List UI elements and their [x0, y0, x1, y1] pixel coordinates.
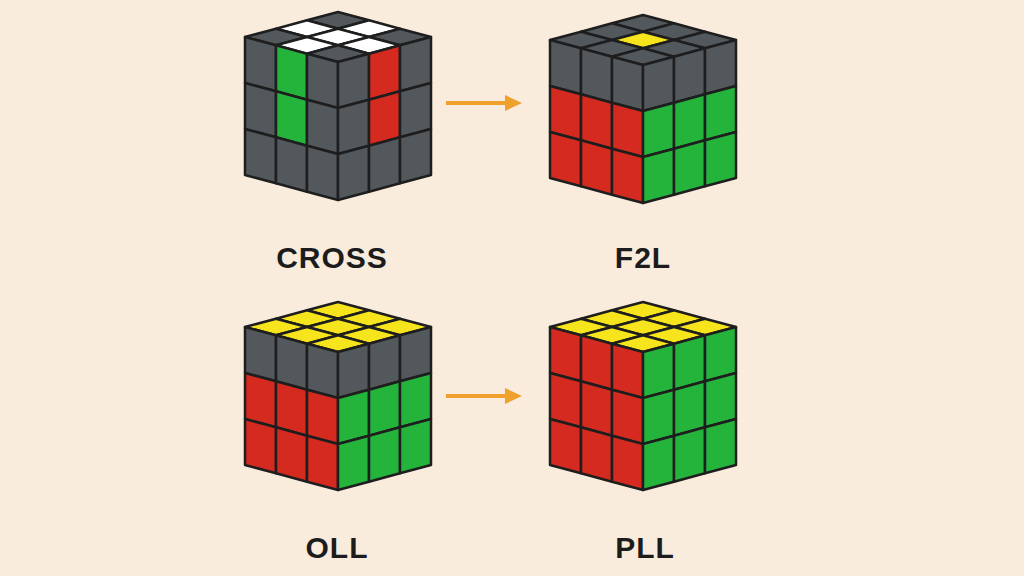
step-label: F2L [523, 241, 763, 275]
step-label: CROSS [212, 241, 452, 275]
facelet [338, 436, 369, 490]
facelet [276, 427, 307, 481]
facelet [369, 427, 400, 481]
facelet [705, 419, 736, 473]
facelet [400, 419, 431, 473]
facelet [612, 149, 643, 203]
facelet [705, 132, 736, 186]
step-label: PLL [525, 531, 765, 565]
facelet [307, 146, 338, 200]
facelet [612, 436, 643, 490]
facelet [245, 129, 276, 183]
facelet [643, 436, 674, 490]
facelet [550, 132, 581, 186]
facelet [400, 129, 431, 183]
step-arrow [446, 95, 522, 111]
facelet [338, 146, 369, 200]
facelet [550, 419, 581, 473]
step-arrow [446, 388, 522, 404]
facelet [674, 140, 705, 194]
rubiks-cube [245, 302, 431, 490]
facelet [245, 419, 276, 473]
facelet [581, 427, 612, 481]
facelet [369, 137, 400, 191]
facelet [581, 140, 612, 194]
facelet [276, 137, 307, 191]
facelet [307, 436, 338, 490]
rubiks-cube [550, 15, 736, 203]
rubiks-cube [245, 12, 431, 200]
facelet [643, 149, 674, 203]
rubiks-cube [550, 302, 736, 490]
facelet [674, 427, 705, 481]
step-label: OLL [217, 531, 457, 565]
